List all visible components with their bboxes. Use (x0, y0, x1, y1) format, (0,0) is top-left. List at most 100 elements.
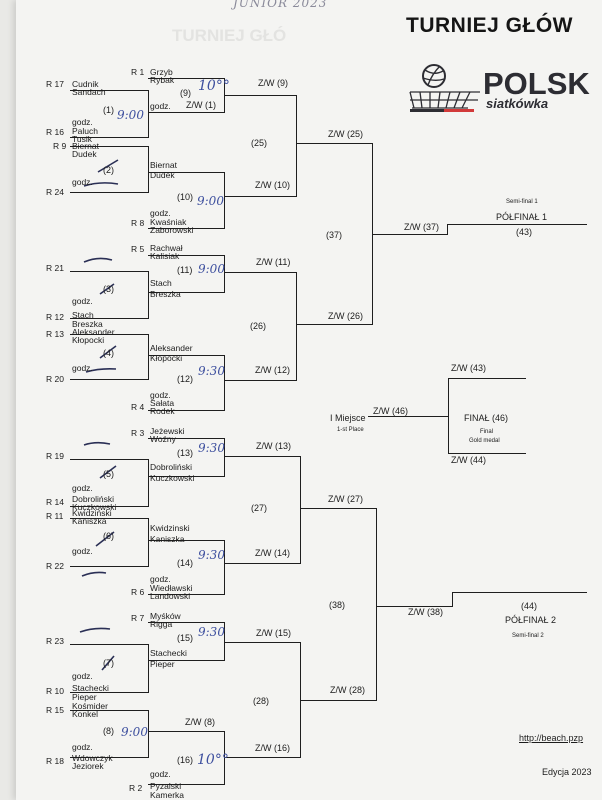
team-name: Aleksander (150, 343, 193, 353)
team-name: Stachecki (150, 648, 187, 658)
winner-label: Z/W (13) (256, 441, 291, 451)
first-place-english: 1-st Place (337, 427, 364, 433)
time-label: godz. (150, 769, 171, 779)
bracket-line (148, 228, 224, 230)
handwritten-time: 9:30 (198, 441, 225, 455)
semi-final-english: Semi-final 2 (512, 633, 544, 639)
team-name: Wiedławski (150, 583, 193, 593)
bracket-line (224, 95, 244, 97)
team-name: Sałata (150, 398, 175, 408)
match-number: (1) (103, 105, 114, 115)
page-title: TURNIEJ GŁÓW (406, 14, 573, 37)
team-name: Konkel (72, 709, 98, 719)
team-name: Rachwał (150, 243, 183, 253)
match-number: (2) (103, 165, 114, 175)
bracket-line (224, 642, 244, 644)
match-number: (3) (103, 284, 114, 294)
seed-label: R 8 (131, 218, 145, 228)
bracket-line (244, 272, 296, 274)
seed-label: R 11 (46, 511, 64, 521)
team-name: Kwidzinski (150, 523, 190, 533)
time-label: godz. (72, 117, 93, 127)
website-link[interactable]: http://beach.pzp (519, 733, 584, 743)
bracket-line (452, 592, 587, 594)
match-number: (8) (103, 726, 114, 736)
bracket-line (244, 380, 296, 382)
match-number: (43) (516, 227, 533, 237)
bracket-line (296, 143, 372, 145)
winner-label: Z/W (26) (328, 311, 363, 321)
bracket-line (224, 355, 226, 411)
faint-print-through: TURNIEJ GŁÓ (172, 26, 287, 45)
winner-label: Z/W (27) (328, 494, 363, 504)
team-name: Woźny (150, 434, 176, 444)
bracket-sheet (16, 0, 602, 800)
team-name: Kłopocki (72, 335, 105, 345)
time-label: godz. (72, 363, 93, 373)
handwritten-time: 9:00 (197, 194, 224, 208)
bracket-line (224, 196, 244, 198)
bracket-line (148, 731, 224, 733)
winner-label: Z/W (38) (408, 607, 443, 617)
match-number: (4) (103, 348, 114, 358)
match-number: (11) (177, 265, 193, 275)
team-name: Biernat (72, 141, 99, 151)
bracket-line (148, 476, 224, 478)
time-label: godz. (72, 177, 93, 187)
match-number: (16) (177, 755, 194, 765)
seed-label: R 19 (46, 451, 64, 461)
bracket-line (70, 710, 148, 712)
handwritten-junior-note: JUNIOR 2023 (233, 0, 328, 10)
time-label: godz. (72, 742, 93, 752)
team-name: Stach (72, 310, 94, 320)
bracket-line (224, 172, 226, 229)
team-name: Pieper (72, 692, 97, 702)
team-name: Jeżewski (150, 426, 185, 436)
bracket-line (300, 456, 302, 564)
seed-label: R 12 (46, 312, 64, 322)
bracket-line (148, 112, 224, 114)
team-name: Grzyb (150, 67, 173, 77)
bracket-line (148, 622, 224, 624)
bracket-line (300, 508, 376, 510)
match-number: (38) (329, 600, 346, 610)
team-name: Kaniszka (150, 534, 185, 544)
team-name: Zaborowski (150, 225, 194, 235)
handwritten-time: 9:30 (198, 364, 225, 378)
bracket-line (148, 784, 224, 786)
team-name: Kaniszka (72, 516, 107, 526)
team-name: Wdowczyk (72, 753, 113, 763)
match-number: (27) (251, 503, 268, 513)
time-label: godz. (72, 483, 93, 493)
team-name: Pyzalski (150, 781, 182, 791)
bracket-line (148, 660, 224, 662)
team-name: Sandach (72, 87, 106, 97)
team-name: Tusik (72, 134, 92, 144)
winner-label: Z/W (25) (328, 129, 363, 139)
bracket-line (148, 540, 224, 542)
bracket-line (447, 224, 449, 235)
seed-label: R 1 (131, 67, 145, 77)
team-name: Myśków (150, 611, 181, 621)
bracket-line (224, 438, 226, 477)
match-number: (6) (103, 531, 114, 541)
seed-label: R 9 (53, 141, 67, 151)
team-name: Kuczkowski (150, 473, 195, 483)
winner-label: Z/W (9) (258, 78, 288, 88)
team-name: Stachecki (72, 683, 109, 693)
match-number: (5) (103, 469, 114, 479)
bracket-line (70, 90, 148, 92)
bracket-line (148, 438, 224, 440)
team-name: Dobroliński (72, 494, 115, 504)
bracket-line (70, 692, 148, 694)
logo-subtext: siatkówka (486, 96, 549, 111)
bracket-line (224, 272, 244, 274)
team-name: Biernat (150, 160, 177, 170)
winner-label: Z/W (16) (255, 743, 290, 753)
handwritten-time: 9:00 (198, 262, 225, 276)
winner-label: Z/W (37) (404, 222, 439, 232)
semi-final-english: Semi-final 1 (506, 199, 538, 205)
winner-label: Z/W (8) (185, 717, 215, 727)
match-number: (44) (521, 601, 538, 611)
team-name: Kwidziński (72, 508, 112, 518)
